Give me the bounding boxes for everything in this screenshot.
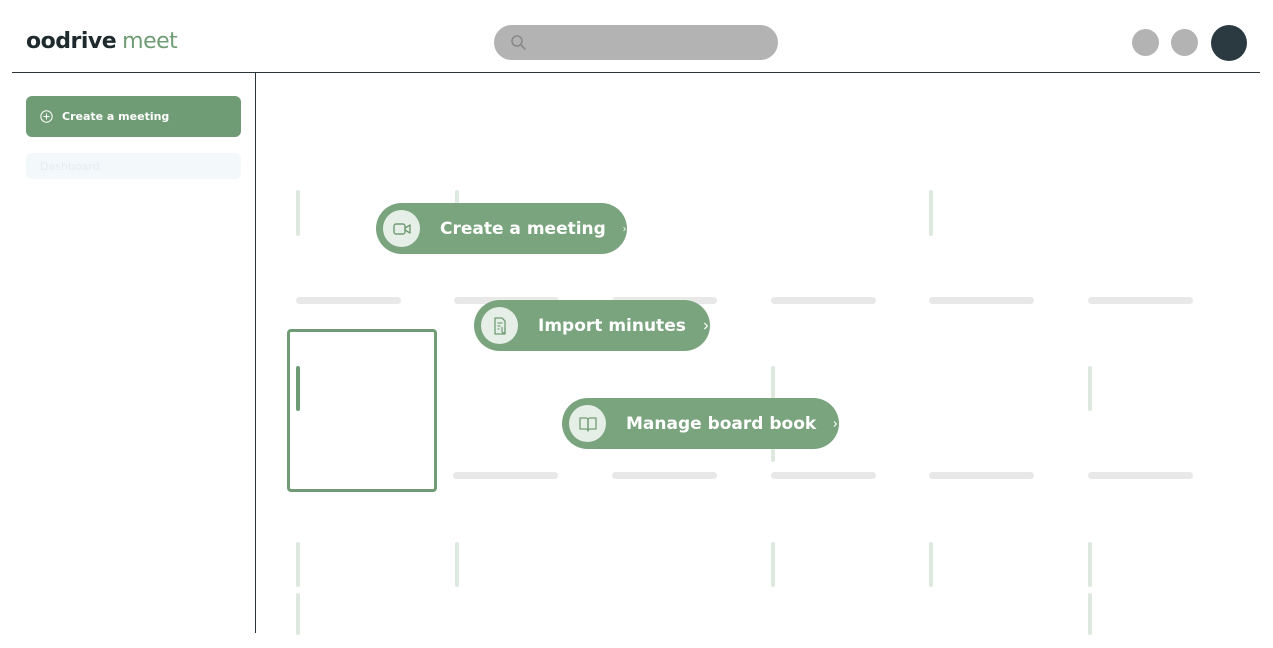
skeleton-line [771,472,876,479]
create-meeting-button[interactable]: Create a meeting [26,96,241,137]
skeleton-line [929,297,1034,304]
sidebar-item-label: Dashboard [40,159,100,173]
skeleton-line [612,472,717,479]
create-meeting-label: Create a meeting [62,110,170,123]
skeleton-event [1088,366,1092,411]
chevron-right-icon [703,322,708,329]
skeleton-event [771,542,775,587]
skeleton-line [296,297,401,304]
sidebar: Create a meeting Dashboard [12,73,256,633]
sidebar-item-ghost[interactable]: Dashboard [26,153,241,179]
skeleton-line [1088,297,1193,304]
skeleton-event [1088,593,1092,635]
manage-board-book-action-label: Manage board book [626,413,817,434]
skeleton-event [455,542,459,587]
create-meeting-action-label: Create a meeting [440,218,606,239]
skeleton-event [296,190,300,236]
notifications-button[interactable] [1132,29,1159,56]
plus-circle-icon [40,110,53,123]
logo-product: meet [122,29,178,54]
import-minutes-action[interactable]: Import minutes [474,300,710,351]
skeleton-line [929,472,1034,479]
skeleton-event [929,190,933,236]
search-bar[interactable] [494,25,778,60]
skeleton-event [296,593,300,635]
user-avatar[interactable] [1211,25,1247,61]
skeleton-event [1088,542,1092,587]
chevron-right-icon [623,226,626,231]
help-button[interactable] [1171,29,1198,56]
skeleton-line [453,472,558,479]
video-camera-icon [383,210,420,247]
skeleton-line [771,297,876,304]
skeleton-line [1088,472,1193,479]
manage-board-book-action[interactable]: Manage board book [562,398,839,449]
skeleton-event-active [296,366,300,411]
logo-brand: oodrive [26,29,117,54]
selected-day-cell[interactable] [287,329,437,492]
chevron-right-icon [833,420,838,427]
skeleton-event [296,542,300,587]
document-attachment-icon [481,307,518,344]
skeleton-event [929,542,933,587]
search-icon [511,35,526,50]
open-book-icon [569,405,606,442]
create-meeting-action[interactable]: Create a meeting [376,203,627,254]
import-minutes-action-label: Import minutes [538,315,686,336]
